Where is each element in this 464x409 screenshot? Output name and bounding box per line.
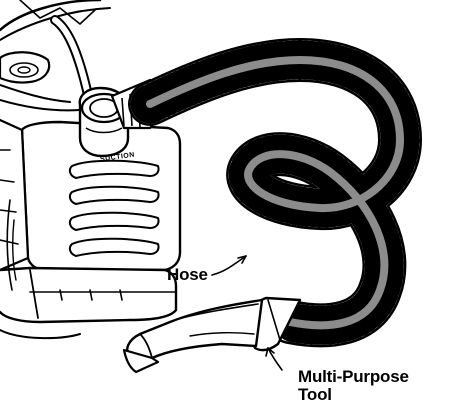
hose-icon	[150, 60, 400, 325]
tool-label-line-1: Multi-Purpose	[298, 368, 409, 386]
hose-label: Hose	[167, 266, 208, 284]
tool-leader-line	[268, 348, 282, 370]
tool-label-line-2: Tool	[298, 386, 409, 404]
hose-leader-line	[212, 256, 246, 275]
vacuum-body-icon	[0, 0, 180, 338]
multi-purpose-tool-label: Multi-Purpose Tool	[298, 368, 409, 404]
